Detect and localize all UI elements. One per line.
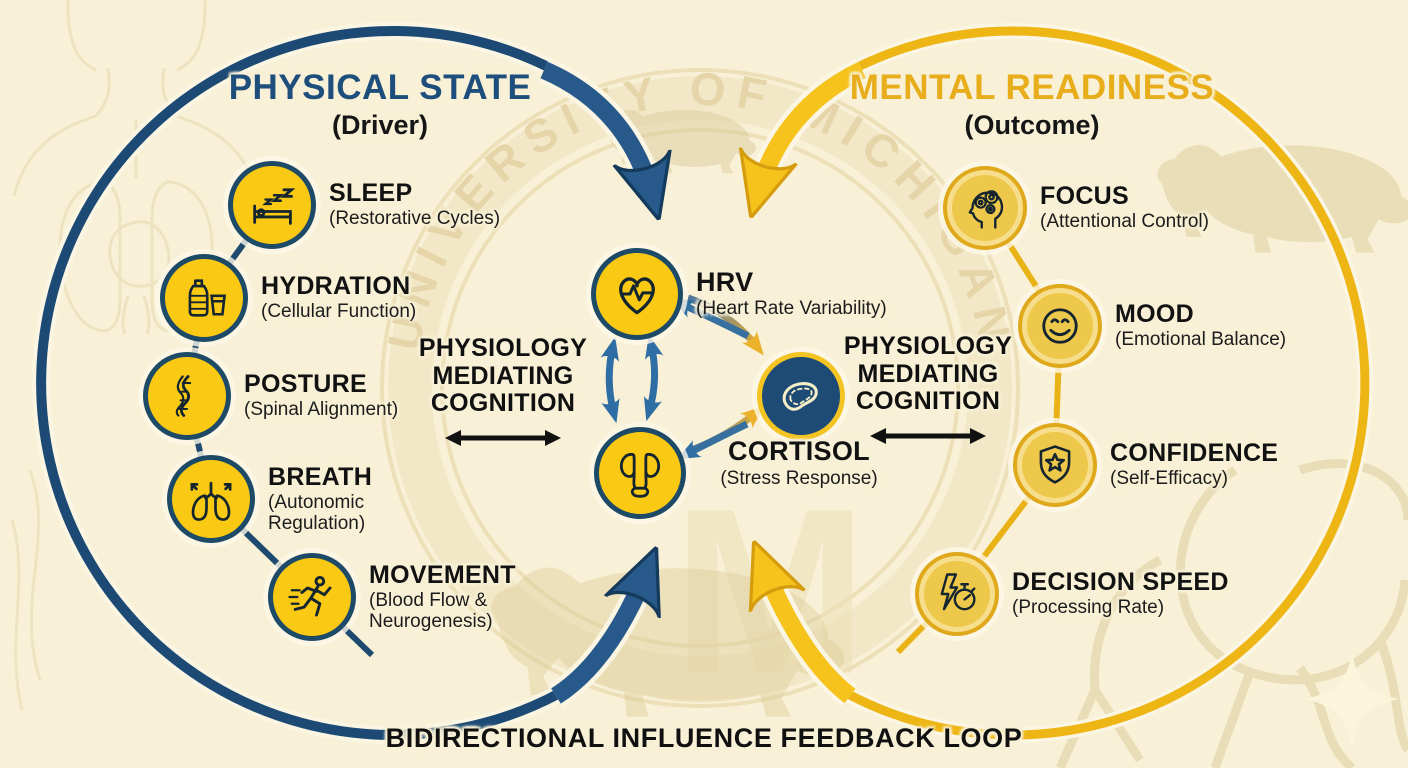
bidirectional-arrow-icon: [445, 429, 561, 446]
confidence-label: CONFIDENCE: [1110, 439, 1279, 468]
physical-state-sublabel: (Driver): [331, 109, 429, 140]
physical-loop-ring: [32, 22, 653, 744]
bidirectional-arrow-icon: [870, 427, 986, 444]
cortisol-label: CORTISOL: [728, 436, 870, 466]
anatomy-watermark: [10, 0, 260, 711]
mental-readiness-title: MENTAL READINESS (Outcome): [832, 68, 1232, 140]
mediator-right-line1: PHYSIOLOGY: [843, 332, 1013, 360]
water-bottle-icon: [160, 254, 248, 342]
mood-sublabel: (Emotional Balance): [1115, 329, 1287, 351]
node-movement: MOVEMENT (Blood Flow & Neurogenesis): [268, 553, 559, 641]
mental-to-center-arrow: [757, 61, 866, 196]
bolt-stopwatch-icon: [915, 552, 999, 636]
decision-speed-sublabel: (Processing Rate): [1012, 597, 1165, 619]
physical-to-center-arrow: [540, 61, 653, 198]
node-mood: MOOD (Emotional Balance): [1018, 284, 1286, 368]
wolverine-watermark-seal: [605, 109, 756, 174]
focus-sublabel: (Attentional Control): [1040, 211, 1209, 233]
hrv-to-cortisol-arrow: [686, 294, 764, 356]
physical-state-label: PHYSICAL STATE: [228, 68, 532, 107]
mediator-left: PHYSIOLOGY MEDIATING COGNITION: [408, 334, 598, 453]
hrv-kidney-arrow-1: [600, 336, 620, 424]
mediator-right-line2: MEDIATING: [857, 359, 999, 388]
node-confidence: CONFIDENCE (Self-Efficacy): [1013, 423, 1278, 507]
node-decision-speed: DECISION SPEED (Processing Rate): [915, 552, 1229, 636]
cortisol-to-hrv-arrow: [670, 299, 750, 340]
mental-loop-ring: [757, 23, 1373, 743]
cortisol-sublabel: (Stress Response): [720, 467, 878, 489]
mediator-right-line3: COGNITION: [855, 387, 1001, 415]
breath-label: BREATH: [268, 462, 373, 491]
breath-sublabel: (Autonomic Regulation): [268, 491, 366, 534]
hydration-sublabel: (Cellular Function): [261, 301, 417, 323]
node-hrv: HRV (Heart Rate Variability): [591, 248, 887, 340]
shield-star-icon: [1013, 423, 1097, 507]
focus-label: FOCUS: [1040, 182, 1129, 211]
movement-sublabel: (Blood Flow & Neurogenesis): [369, 589, 493, 632]
mental-readiness-label: MENTAL READINESS: [849, 68, 1215, 107]
smiley-icon: [1018, 284, 1102, 368]
kidneys-icon: [594, 427, 686, 519]
node-focus: FOCUS (Attentional Control): [943, 166, 1209, 250]
cortisol-text: CORTISOL (Stress Response): [686, 436, 912, 490]
node-kidneys: [594, 427, 686, 519]
node-hydration: HYDRATION (Cellular Function): [160, 254, 416, 342]
mediator-right: PHYSIOLOGY MEDIATING COGNITION: [833, 332, 1023, 451]
bed-sleep-icon: [228, 161, 316, 249]
node-sleep: SLEEP (Restorative Cycles): [228, 161, 500, 249]
mediator-left-line2: MEDIATING: [432, 361, 574, 390]
sparkle-icon: [1305, 652, 1399, 748]
head-gears-icon: [943, 166, 1027, 250]
sleep-sublabel: (Restorative Cycles): [329, 208, 501, 230]
mediator-left-line3: COGNITION: [430, 389, 576, 417]
hrv-sublabel: (Heart Rate Variability): [696, 298, 887, 320]
node-breath: BREATH (Autonomic Regulation): [167, 455, 458, 543]
hrv-label: HRV: [696, 267, 754, 298]
footer-caption: BIDIRECTIONAL INFLUENCE FEEDBACK LOOP: [385, 723, 1023, 753]
physical-state-title: PHYSICAL STATE (Driver): [180, 68, 580, 140]
hydration-label: HYDRATION: [261, 272, 411, 301]
lungs-icon: [167, 455, 255, 543]
mood-label: MOOD: [1115, 300, 1194, 329]
mediator-left-line1: PHYSIOLOGY: [418, 334, 588, 362]
node-posture: POSTURE (Spinal Alignment): [143, 352, 398, 440]
confidence-sublabel: (Self-Efficacy): [1110, 468, 1228, 490]
sleep-label: SLEEP: [329, 179, 413, 208]
runner-icon: [268, 553, 356, 641]
wolverine-watermark-topright: [1157, 144, 1408, 253]
movement-label: MOVEMENT: [369, 560, 516, 589]
posture-label: POSTURE: [244, 370, 367, 399]
neuron-watermark: [1055, 459, 1408, 768]
physical-feedback-arrow: [551, 568, 648, 704]
heart-ecg-icon: [591, 248, 683, 340]
decision-speed-label: DECISION SPEED: [1012, 568, 1229, 597]
cortisol-to-kidney-arrow: [676, 420, 749, 460]
hrv-kidney-arrow-2: [643, 334, 664, 422]
posture-sublabel: (Spinal Alignment): [244, 399, 399, 421]
mental-feedback-arrow: [762, 562, 856, 704]
adrenal-gland-icon: [757, 352, 845, 440]
mental-readiness-sublabel: (Outcome): [964, 109, 1100, 140]
spine-icon: [143, 352, 231, 440]
